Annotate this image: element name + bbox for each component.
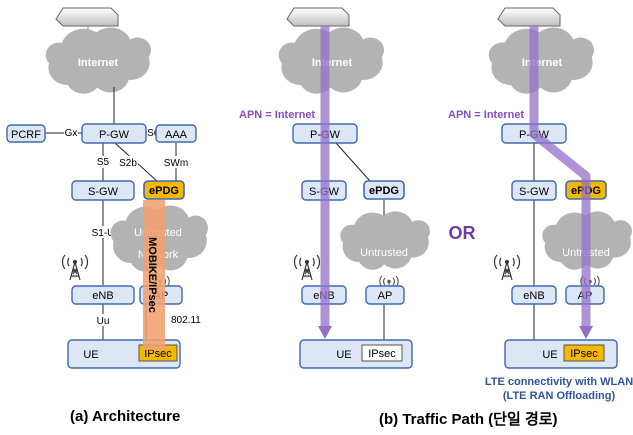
offload-note-line1: LTE connectivity with WLAN xyxy=(485,376,633,388)
pgw-node xyxy=(81,123,147,144)
apn-label: APN = Internet xyxy=(239,109,315,121)
ap-node-label: AP xyxy=(378,290,393,302)
ue-node-label: UE xyxy=(83,349,98,361)
traffic-path-arrowhead xyxy=(579,326,593,339)
cell-tower-icon xyxy=(493,254,521,281)
interface-gx-label: Gx xyxy=(65,128,78,139)
panel-path-lte: Internet Untrusted P-GW S-GW ePDG eNB AP… xyxy=(239,7,430,369)
enb-node-label: eNB xyxy=(523,290,544,302)
enb-node-label: eNB xyxy=(92,290,113,302)
ipsec-box-label: IPsec xyxy=(144,348,172,360)
server-icon xyxy=(55,7,119,27)
sgw-node xyxy=(511,180,557,201)
aaa-node xyxy=(155,124,197,143)
interface-s2b-label: S2b xyxy=(119,158,137,169)
cell-tower-icon xyxy=(61,254,89,281)
or-label: OR xyxy=(449,223,476,243)
ue-node-label: UE xyxy=(542,349,557,361)
offload-note-line2: (LTE RAN Offloading) xyxy=(503,390,616,402)
panel-architecture: Internet Gx S6b S5 S2b SWm S1-U Uu Untru… xyxy=(6,7,208,369)
caption-architecture: (a) Architecture xyxy=(70,408,181,425)
ue-node-label: UE xyxy=(336,349,351,361)
pcrf-node-label: PCRF xyxy=(11,129,41,141)
ap-node xyxy=(365,285,405,305)
pgw-node-label: P-GW xyxy=(99,129,130,141)
server-icon xyxy=(286,7,350,27)
sgw-node-label: S-GW xyxy=(519,186,550,198)
cell-tower-icon xyxy=(293,254,321,281)
internet-cloud-label: Internet xyxy=(78,57,119,69)
interface-uu-label: Uu xyxy=(97,316,110,327)
epdg-node xyxy=(143,180,185,200)
apn-label: APN = Internet xyxy=(448,109,524,121)
untrusted-cloud-label: Untrusted xyxy=(360,247,408,259)
epdg-node-label: ePDG xyxy=(369,185,399,197)
internet-cloud-label: Internet xyxy=(522,57,563,69)
aaa-node-label: AAA xyxy=(165,129,188,141)
server-icon xyxy=(497,7,561,27)
internet-cloud-label: Internet xyxy=(312,57,353,69)
ipsec-box-label: IPsec xyxy=(570,348,598,360)
pcrf-node xyxy=(6,124,46,143)
traffic-path-wlan xyxy=(529,26,591,328)
mobike-ipsec-tunnel-label: MOBIKE/IPsec xyxy=(146,237,158,313)
ipsec-box xyxy=(563,344,605,362)
caption-traffic-path: (b) Traffic Path (단일 경로) xyxy=(379,411,558,428)
panel-path-wlan: Internet Untrusted P-GW S-GW ePDG eNB AP… xyxy=(448,7,633,402)
interface-s5-label: S5 xyxy=(97,157,110,168)
ipsec-box-label: IPsec xyxy=(368,348,396,360)
ipsec-box xyxy=(361,344,403,362)
enb-node xyxy=(71,285,135,305)
traffic-path-arrowhead xyxy=(318,326,332,339)
interface-wlan-label: 802.11 xyxy=(171,315,201,326)
sgw-node-label: S-GW xyxy=(88,186,119,198)
interface-swm-label: SWm xyxy=(164,158,188,169)
interface-s1u-label: S1-U xyxy=(92,228,115,239)
epdg-node-label: ePDG xyxy=(149,185,179,197)
untrusted-cloud-icon xyxy=(340,211,430,270)
enb-node xyxy=(511,285,557,305)
mobike-ipsec-tunnel xyxy=(143,200,165,350)
sgw-node xyxy=(71,180,135,201)
epdg-node xyxy=(363,180,405,200)
